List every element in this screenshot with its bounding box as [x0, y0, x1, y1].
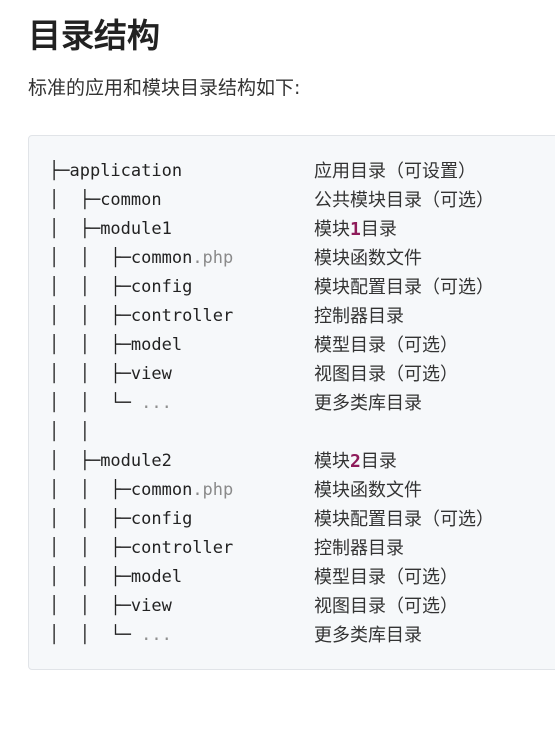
tree-path: │ │: [49, 418, 90, 447]
tree-path: │ │ ├─view: [49, 592, 172, 621]
tree-prefix: │ │ ├─: [49, 538, 131, 558]
tree-prefix: │ │ ├─: [49, 509, 131, 529]
ellipsis: ...: [141, 625, 172, 645]
tree-prefix: │ │ └─: [49, 393, 142, 413]
tree-line: │ ├─module1 模块1目录: [49, 215, 555, 244]
desc-text: 模块: [314, 219, 350, 240]
tree-prefix: │ │ ├─: [49, 277, 131, 297]
tree-path: │ │ ├─model: [49, 331, 182, 360]
tree-item-name: model: [130, 335, 183, 355]
tree-item-name: config: [130, 509, 193, 529]
tree-prefix: │ │ ├─: [49, 596, 131, 616]
tree-prefix: │ │ ├─: [49, 567, 131, 587]
tree-item-name: config: [130, 277, 193, 297]
directory-tree: ├─application 应用目录（可设置） │ ├─common 公共模块目…: [49, 157, 555, 650]
tree-line: │ │ ├─config 模块配置目录（可选）: [49, 505, 555, 534]
tree-description: 模块配置目录（可选）: [314, 277, 494, 298]
tree-description: 应用目录（可设置）: [314, 161, 476, 182]
tree-path: │ ├─module1: [49, 215, 172, 244]
tree-item-name: common: [130, 248, 193, 268]
tree-prefix: │ │: [49, 422, 90, 442]
tree-item-name: view: [130, 364, 172, 384]
tree-description: 模块函数文件: [314, 248, 422, 269]
tree-item-name: common: [100, 190, 162, 210]
tree-line: │ │ └─ ... 更多类库目录: [49, 621, 555, 650]
tree-path: │ ├─module2: [49, 447, 172, 476]
tree-prefix: │ │ ├─: [49, 364, 131, 384]
tree-line: │ │ └─ ... 更多类库目录: [49, 389, 555, 418]
tree-item-name: model: [130, 567, 183, 587]
tree-description: 模型目录（可选）: [314, 335, 458, 356]
tree-prefix: │ │ └─: [49, 625, 142, 645]
tree-item-name: module2: [100, 451, 172, 471]
tree-prefix: ├─: [49, 161, 70, 181]
tree-description: 视图目录（可选）: [314, 596, 458, 617]
tree-description: 模块函数文件: [314, 480, 422, 501]
tree-path: │ │ └─ ...: [49, 621, 172, 650]
tree-item-name: view: [130, 596, 172, 616]
tree-prefix: │ │ ├─: [49, 335, 131, 355]
intro-text: 标准的应用和模块目录结构如下:: [28, 77, 301, 99]
tree-line: │ │ ├─common.php 模块函数文件: [49, 476, 555, 505]
tree-description: 控制器目录: [314, 538, 404, 559]
tree-path: │ │ ├─view: [49, 360, 172, 389]
page-title: 目录结构: [28, 16, 160, 55]
tree-path: │ │ ├─config: [49, 505, 192, 534]
tree-item-name: application: [69, 161, 183, 181]
tree-prefix: │ │ ├─: [49, 306, 131, 326]
tree-line: │ ├─common 公共模块目录（可选）: [49, 186, 555, 215]
tree-path: │ │ ├─controller: [49, 534, 233, 563]
tree-description: 公共模块目录（可选）: [314, 190, 494, 211]
tree-line: │ │ ├─config 模块配置目录（可选）: [49, 273, 555, 302]
tree-prefix: │ │ ├─: [49, 248, 131, 268]
tree-path: │ │ ├─model: [49, 563, 182, 592]
tree-description: 视图目录（可选）: [314, 364, 458, 385]
tree-item-name: controller: [130, 306, 234, 326]
module-number: 2: [350, 451, 361, 472]
tree-prefix: │ │ ├─: [49, 480, 131, 500]
tree-description: 更多类库目录: [314, 393, 422, 414]
tree-line: │ │ ├─view 视图目录（可选）: [49, 360, 555, 389]
tree-description: 更多类库目录: [314, 625, 422, 646]
desc-text: 目录: [360, 451, 397, 472]
desc-text: 模块: [314, 451, 350, 472]
file-extension: .php: [192, 248, 234, 268]
tree-line: ├─application 应用目录（可设置）: [49, 157, 555, 186]
tree-path: ├─application: [49, 157, 182, 186]
module-number: 1: [350, 219, 361, 240]
tree-line: │ │ ├─model 模型目录（可选）: [49, 331, 555, 360]
tree-description: 模块配置目录（可选）: [314, 509, 494, 530]
tree-prefix: │ ├─: [49, 219, 101, 239]
tree-prefix: │ ├─: [49, 190, 101, 210]
tree-description: 模块2目录: [314, 447, 397, 476]
tree-line: │ │ ├─controller 控制器目录: [49, 534, 555, 563]
desc-text: 目录: [360, 219, 397, 240]
tree-prefix: │ ├─: [49, 451, 101, 471]
ellipsis: ...: [141, 393, 172, 413]
file-extension: .php: [192, 480, 234, 500]
tree-path: │ │ └─ ...: [49, 389, 172, 418]
tree-path: │ ├─common: [49, 186, 162, 215]
tree-line: │ │ ├─view 视图目录（可选）: [49, 592, 555, 621]
tree-line: │ │ ├─common.php 模块函数文件: [49, 244, 555, 273]
tree-line: │ │ ├─model 模型目录（可选）: [49, 563, 555, 592]
tree-description: 控制器目录: [314, 306, 404, 327]
tree-item-name: controller: [130, 538, 234, 558]
tree-item-name: module1: [100, 219, 172, 239]
tree-line: │ │: [49, 418, 555, 447]
tree-path: │ │ ├─controller: [49, 302, 233, 331]
tree-path: │ │ ├─config: [49, 273, 192, 302]
tree-path: │ │ ├─common.php: [49, 244, 233, 273]
tree-description: 模型目录（可选）: [314, 567, 458, 588]
code-block: ├─application 应用目录（可设置） │ ├─common 公共模块目…: [28, 135, 555, 670]
tree-line: │ ├─module2 模块2目录: [49, 447, 555, 476]
tree-description: 模块1目录: [314, 215, 397, 244]
tree-path: │ │ ├─common.php: [49, 476, 233, 505]
tree-line: │ │ ├─controller 控制器目录: [49, 302, 555, 331]
tree-item-name: common: [130, 480, 193, 500]
